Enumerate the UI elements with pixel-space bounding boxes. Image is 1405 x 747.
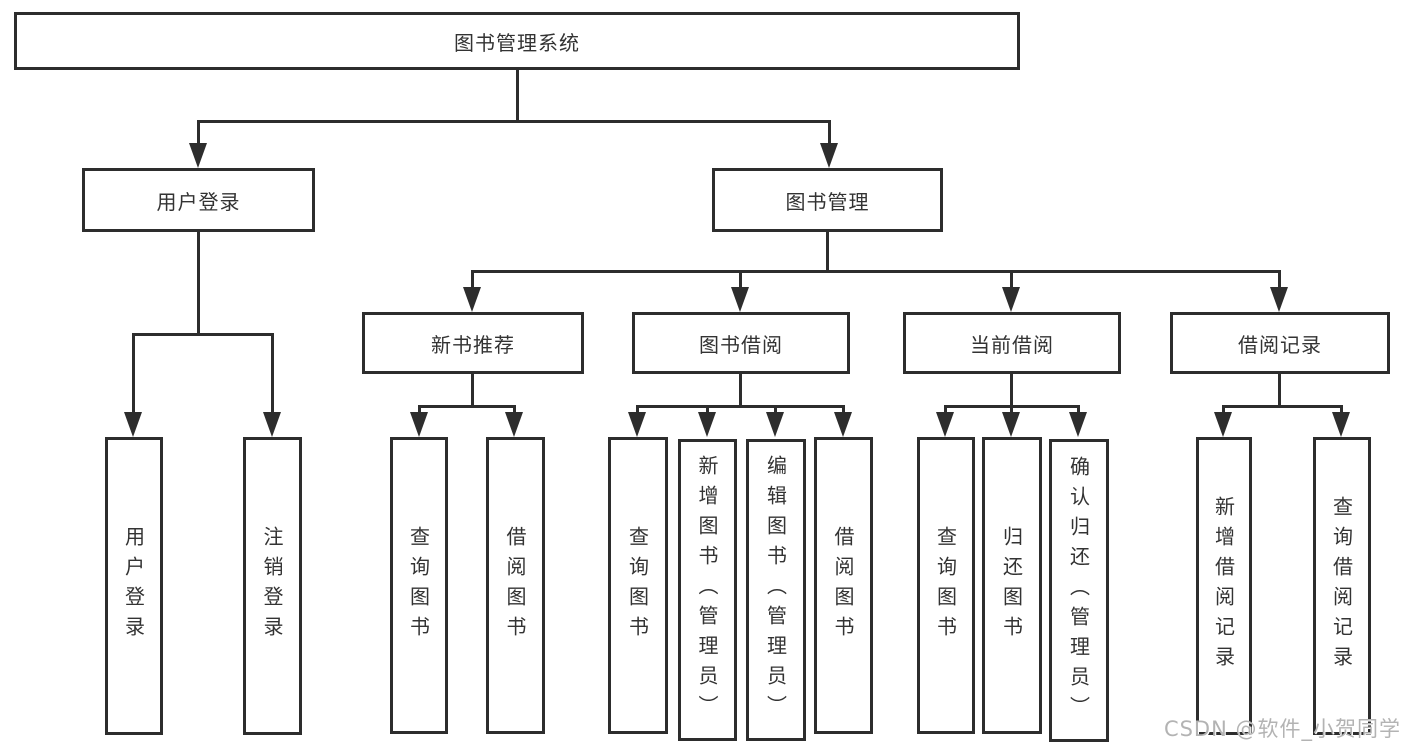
csdn-watermark: CSDN @软件_小贺同学 [1163, 717, 1401, 741]
connector-leaf [1222, 405, 1225, 415]
arrow-down-icon [1002, 412, 1020, 437]
arrow-down-icon [628, 412, 646, 437]
node-query-books-1: 查询图书 [390, 437, 448, 734]
connector-root-stem [516, 70, 519, 122]
arrow-down-icon [1270, 287, 1288, 312]
arrow-down-icon [834, 412, 852, 437]
arrow-down-icon [505, 412, 523, 437]
node-current-borrowing: 当前借阅 [903, 312, 1121, 374]
arrow-down-icon [263, 412, 281, 437]
arrow-down-icon [820, 143, 838, 168]
node-new-book-recommend: 新书推荐 [362, 312, 584, 374]
connector-leaf [418, 405, 421, 415]
node-add-borrow-record: 新增借阅记录 [1196, 437, 1252, 735]
node-borrowing-records: 借阅记录 [1170, 312, 1390, 374]
connector-current-borrow-stem [1010, 374, 1013, 405]
arrow-down-icon [410, 412, 428, 437]
connector-book-management-stem [826, 232, 829, 270]
connector-user-login-stem [197, 232, 200, 335]
node-return-books: 归还图书 [982, 437, 1042, 734]
node-book-borrowing: 图书借阅 [632, 312, 850, 374]
connector-leaf [706, 405, 709, 415]
connector-level3-branch [472, 270, 1281, 273]
node-edit-books-admin: 编辑图书（管理员） [746, 439, 806, 741]
connector-to-new-books [471, 270, 474, 290]
node-query-borrow-record: 查询借阅记录 [1313, 437, 1371, 735]
arrow-down-icon [463, 287, 481, 312]
connector-borrow-records-stem [1278, 374, 1281, 405]
connector-to-current-borrow [1010, 270, 1013, 290]
arrow-down-icon [936, 412, 954, 437]
connector-to-book-borrow [739, 270, 742, 290]
connector-leaf [842, 405, 845, 415]
arrow-down-icon [698, 412, 716, 437]
connector-new-books-branch [418, 405, 515, 408]
connector-user-login-branch [132, 333, 273, 336]
connector-to-borrow-records [1278, 270, 1281, 290]
node-library-management-system: 图书管理系统 [14, 12, 1020, 70]
connector-leaf [1077, 405, 1080, 415]
connector-leaf [636, 405, 639, 415]
connector-book-borrow-branch [637, 405, 844, 408]
node-book-management: 图书管理 [712, 168, 943, 232]
connector-leaf [944, 405, 947, 415]
node-borrow-books-2: 借阅图书 [814, 437, 873, 734]
arrow-down-icon [1069, 412, 1087, 437]
arrow-down-icon [1214, 412, 1232, 437]
node-logout-leaf: 注销登录 [243, 437, 302, 735]
connector-to-login-leaf [132, 333, 135, 413]
connector-level2-branch [197, 120, 831, 123]
arrow-down-icon [124, 412, 142, 437]
node-query-books-2: 查询图书 [608, 437, 668, 734]
connector-new-books-stem [471, 374, 474, 405]
node-add-books-admin: 新增图书（管理员） [678, 439, 737, 741]
node-user-login: 用户登录 [82, 168, 315, 232]
node-query-books-3: 查询图书 [917, 437, 975, 734]
node-borrow-books-1: 借阅图书 [486, 437, 545, 734]
arrow-down-icon [1332, 412, 1350, 437]
arrow-down-icon [1002, 287, 1020, 312]
arrow-down-icon [731, 287, 749, 312]
connector-leaf [1010, 405, 1013, 415]
arrow-down-icon [189, 143, 207, 168]
node-user-login-leaf: 用户登录 [105, 437, 163, 735]
connector-leaf [513, 405, 516, 415]
arrow-down-icon [766, 412, 784, 437]
node-confirm-return-admin: 确认归还（管理员） [1049, 439, 1109, 742]
connector-leaf [774, 405, 777, 415]
connector-leaf [1340, 405, 1343, 415]
connector-to-logout-leaf [271, 333, 274, 413]
connector-book-borrow-stem [739, 374, 742, 405]
connector-to-user-login [197, 120, 200, 148]
connector-to-book-management [828, 120, 831, 148]
connector-borrow-records-branch [1222, 405, 1342, 408]
